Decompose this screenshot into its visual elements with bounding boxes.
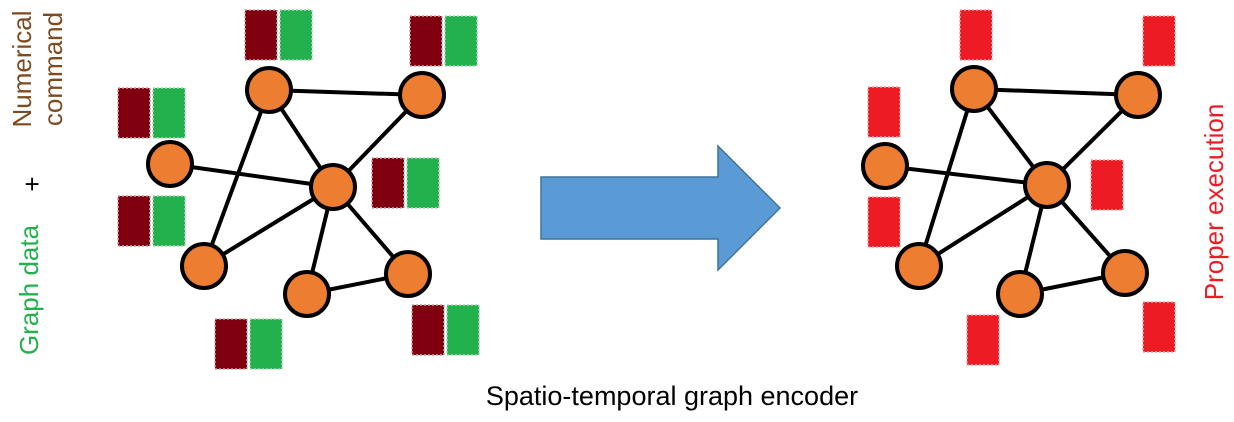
proper-execution-block (1142, 301, 1176, 353)
input-edge (268, 88, 423, 97)
input-edge (169, 162, 334, 189)
numerical-command-block (214, 318, 248, 370)
graph-output-icon (861, 9, 1176, 366)
graph-data-block (279, 9, 313, 61)
numerical-command-block (409, 15, 443, 67)
input-feature-blocks (117, 9, 480, 370)
output-edge (973, 87, 1139, 97)
transform-arrow-icon (540, 144, 782, 272)
input-edge (202, 185, 335, 268)
graph-input-icon (117, 9, 480, 370)
graph-data-block (249, 318, 283, 370)
input-node-n1 (245, 66, 293, 114)
proper-execution-label: Proper execution (1199, 104, 1229, 301)
proper-execution-block (867, 196, 901, 248)
output-node-n7 (1101, 249, 1149, 297)
numerical-command-label-line1: Numerical (7, 10, 37, 127)
graph-data-block (152, 87, 186, 139)
output-edge (884, 164, 1048, 187)
proper-execution-block (959, 9, 993, 61)
diagram-caption: Spatio-temporal graph encoder (486, 381, 858, 411)
input-node-n6 (283, 270, 331, 318)
input-node-n5 (180, 242, 228, 290)
output-edge (917, 183, 1049, 268)
output-node-n2 (1114, 71, 1162, 119)
output-edge (917, 88, 976, 267)
proper-execution-block (966, 314, 1000, 366)
input-node-n2 (398, 71, 446, 119)
numerical-command-block (411, 304, 445, 356)
proper-execution-block (1142, 15, 1176, 67)
input-edge (202, 89, 271, 267)
input-node-n3 (146, 140, 194, 188)
output-execution-blocks (867, 9, 1176, 366)
input-node-n4 (309, 163, 357, 211)
proper-execution-block (1090, 159, 1124, 211)
input-node-n7 (384, 250, 432, 298)
plus-sign: + (17, 176, 47, 191)
numerical-command-block (117, 87, 151, 139)
graph-data-block (152, 195, 186, 247)
numerical-command-block (117, 195, 151, 247)
graph-data-block (406, 157, 440, 209)
graph-data-block (446, 304, 480, 356)
graph-data-block (444, 15, 478, 67)
numerical-command-block (244, 9, 278, 61)
output-node-n3 (861, 142, 909, 190)
output-graph-nodes (861, 65, 1162, 318)
output-node-n5 (895, 242, 943, 290)
output-node-n6 (996, 270, 1044, 318)
output-node-n1 (950, 65, 998, 113)
graph-data-label: Graph data (14, 224, 44, 355)
input-graph-nodes (146, 66, 446, 318)
numerical-command-block (371, 157, 405, 209)
output-node-n4 (1023, 161, 1071, 209)
numerical-command-label-line2: command (38, 12, 68, 126)
proper-execution-block (867, 86, 901, 138)
